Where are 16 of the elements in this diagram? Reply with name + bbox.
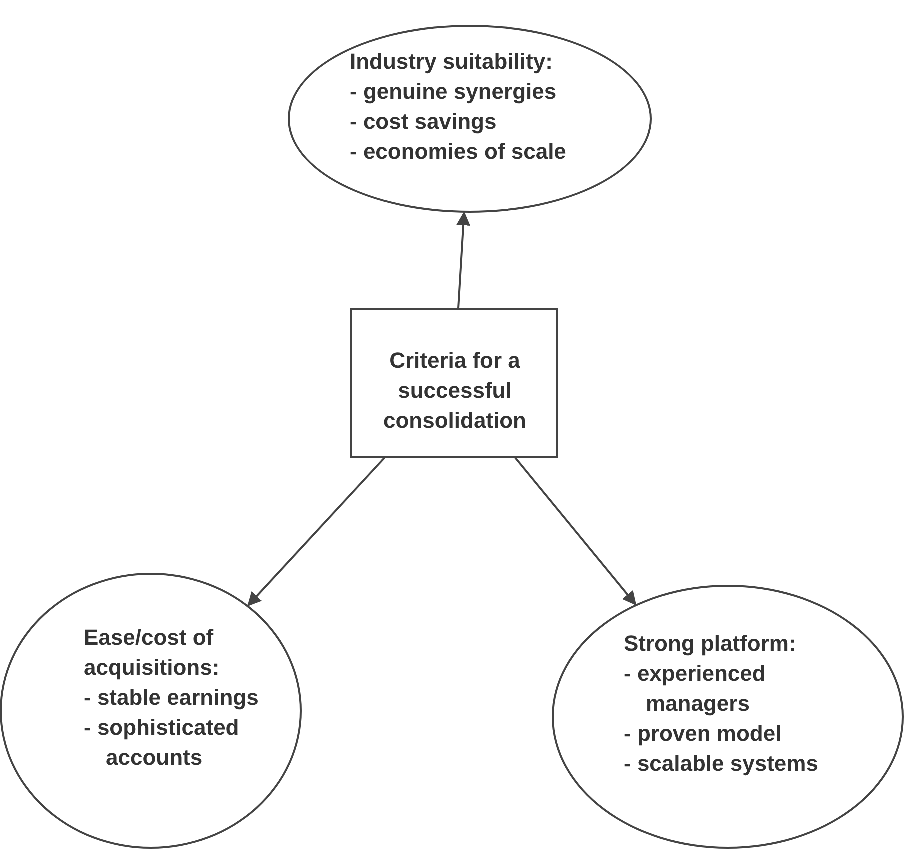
box-text: Criteria for a successful consolidation: [382, 347, 528, 436]
arrow: [514, 457, 637, 606]
heading-text: Strong platform:: [624, 630, 798, 658]
bullet-text: - economies of scale: [350, 138, 568, 166]
bullet-text: - genuine synergies: [350, 78, 558, 106]
bullet-text: - proven model: [624, 720, 783, 748]
bullet-text: - sophisticated accounts: [84, 714, 240, 772]
bullet-text: - experienced managers: [624, 660, 767, 718]
heading-text: Industry suitability:: [350, 48, 554, 76]
bullet-text: - scalable systems: [624, 750, 820, 778]
bullet-text: - cost savings: [350, 108, 498, 136]
arrow: [247, 457, 386, 607]
heading-text: Ease/cost of acquisitions:: [84, 624, 221, 682]
arrow: [456, 212, 471, 308]
central-box: [350, 308, 558, 458]
bullet-text: - stable earnings: [84, 684, 260, 712]
